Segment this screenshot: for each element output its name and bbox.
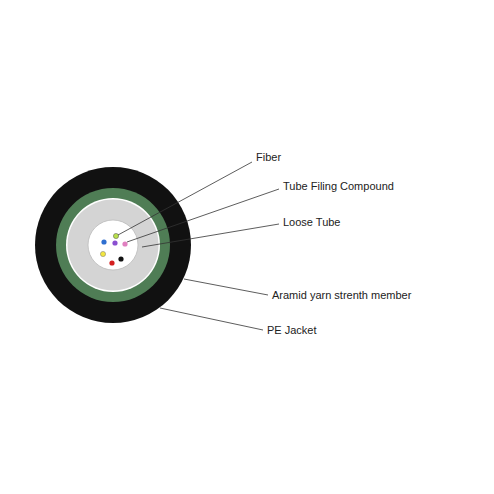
part-label: Fiber — [256, 151, 281, 164]
part-label: Loose Tube — [283, 216, 341, 229]
ring-gap — [66, 198, 160, 292]
part-label: Tube Filing Compound — [283, 180, 394, 193]
leader-lines — [118, 162, 279, 330]
fiber — [118, 256, 123, 261]
fiber — [122, 241, 127, 246]
leader-line — [160, 308, 263, 330]
loose-tube-interior — [88, 220, 138, 270]
part-label: PE Jacket — [267, 324, 317, 337]
tube-filling-compound — [68, 200, 159, 291]
fiber — [101, 239, 106, 244]
leader-line — [127, 189, 279, 242]
fiber — [100, 251, 105, 256]
fiber — [113, 233, 118, 238]
fiber — [109, 260, 114, 265]
leader-line — [184, 279, 268, 295]
leader-line — [142, 224, 279, 247]
pe-jacket — [35, 167, 191, 323]
part-label: Aramid yarn strenth member — [272, 289, 411, 302]
fiber — [112, 240, 117, 245]
leader-line — [118, 162, 252, 235]
